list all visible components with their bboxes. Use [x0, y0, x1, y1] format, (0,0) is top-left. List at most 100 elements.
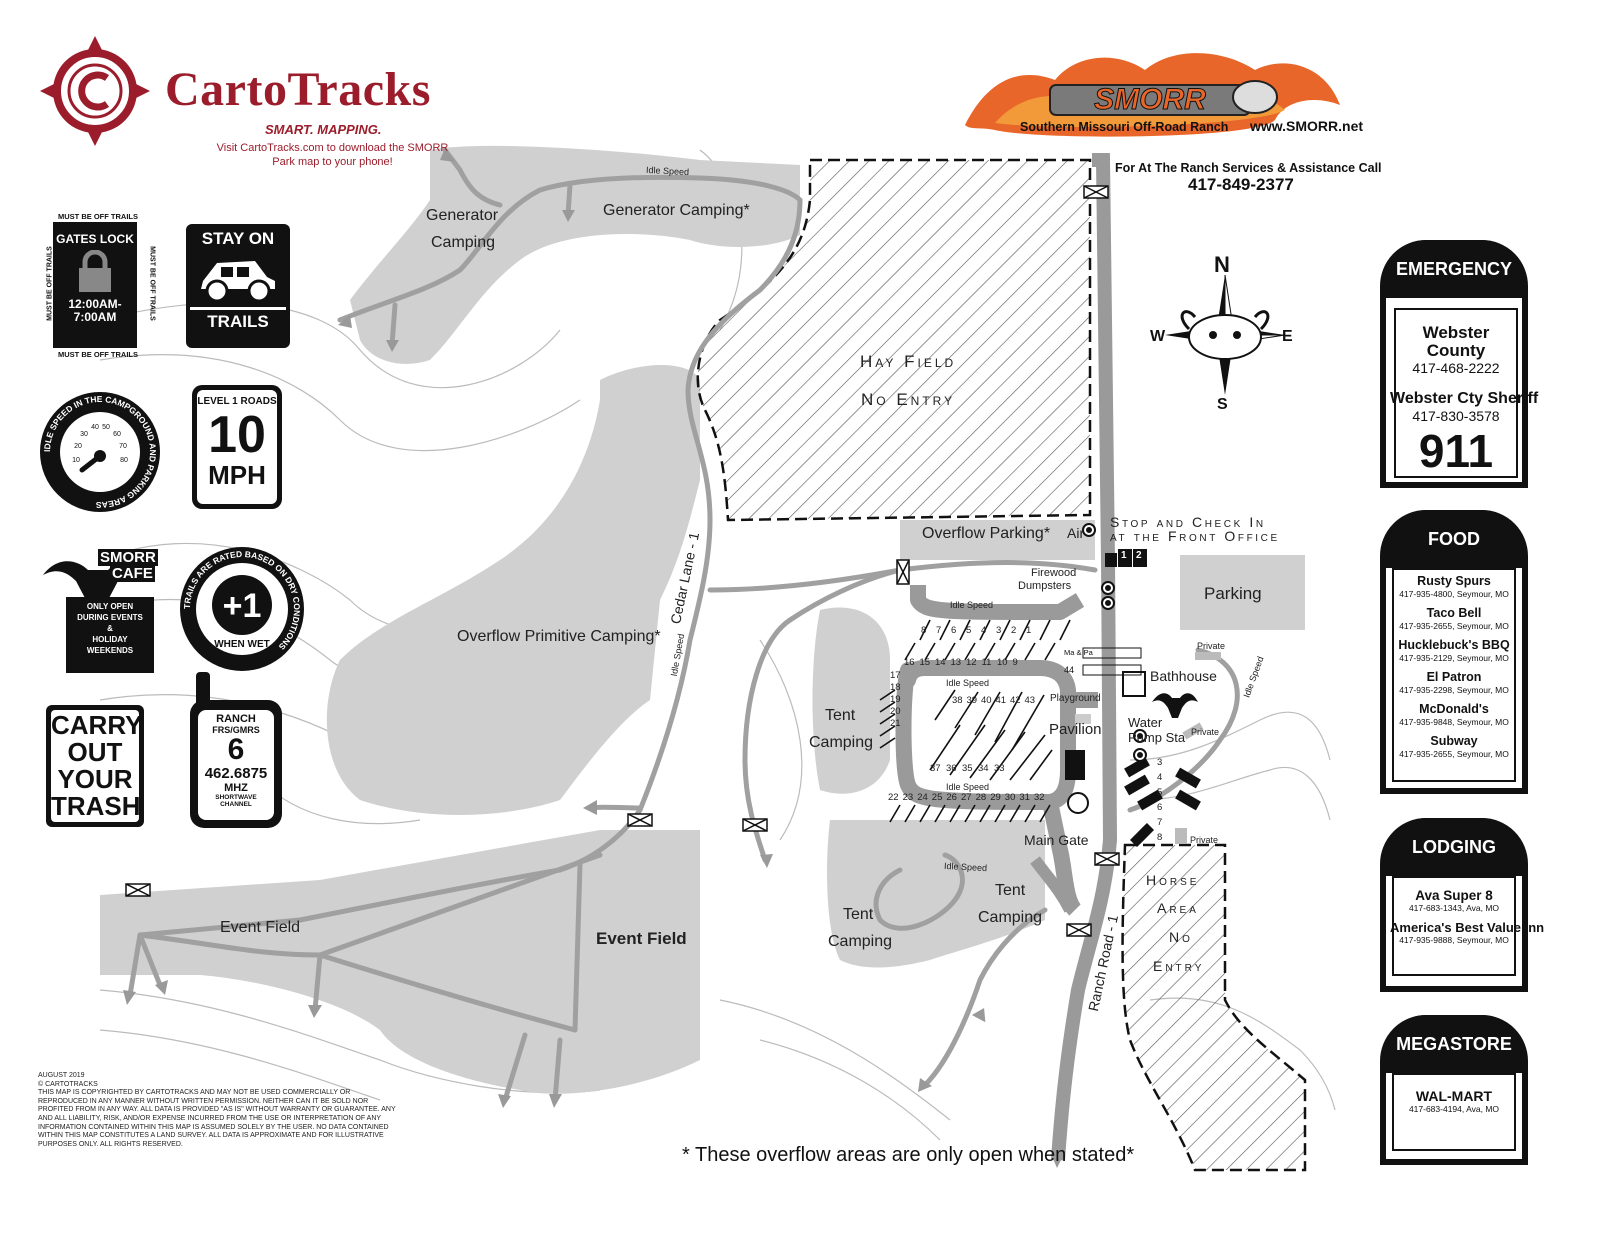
dial-20: 20 — [74, 443, 82, 450]
smorr-website[interactable]: www.SMORR.net — [1250, 118, 1364, 134]
trash-line3: YOUR — [57, 764, 133, 794]
dial-70: 70 — [119, 443, 127, 450]
site-number: 14 — [935, 657, 946, 668]
label-tent-camping-2a: Tent — [843, 906, 874, 923]
radio-line1: RANCH — [216, 713, 256, 725]
horse-area — [1121, 843, 1307, 1172]
label-overflow-parking: Overflow Parking* — [922, 525, 1051, 542]
site-number: 10 — [997, 657, 1008, 668]
site-number: 33 — [994, 763, 1005, 774]
emergency-phone-2: 417-830-3578 — [1412, 408, 1500, 424]
label-horse-2: Area — [1157, 900, 1199, 916]
label-main-gate: Main Gate — [1024, 832, 1089, 848]
lodging-info-1: 417-683-1343, Ava, MO — [1408, 903, 1500, 913]
dial-80: 80 — [120, 457, 128, 464]
idle-speed-sign: IDLE SPEED IN THE CAMPGROUND AND PARKING… — [40, 392, 160, 512]
cafe-line5: WEEKENDS — [86, 646, 134, 655]
site-number: 34 — [978, 763, 989, 774]
emergency-name-1: Webster County — [1422, 323, 1490, 360]
campground-island — [920, 688, 1055, 783]
emergency-panel: EMERGENCY Webster County 417-468-2222 We… — [1380, 240, 1538, 488]
lodging-info-2: 417-935-9888, Seymour, MO — [1399, 935, 1509, 945]
site-number: 2 — [1011, 625, 1017, 636]
site-number: 24 — [917, 792, 928, 803]
label-idle-speed-top: Idle Speed — [950, 600, 994, 610]
label-pavilion: Pavilion — [1049, 721, 1102, 738]
gates-border-bottom: MUST BE OFF TRAILS — [58, 350, 138, 359]
site-number: 8 — [1157, 832, 1163, 843]
food-name-2: Taco Bell — [1426, 606, 1482, 620]
site-number: 19 — [890, 694, 901, 705]
compass-east: E — [1282, 328, 1293, 345]
trails — [127, 147, 1240, 1103]
radio-channel: 6 — [227, 733, 245, 766]
label-tent-camping-3a: Tent — [995, 882, 1026, 899]
label-parking: Parking — [1204, 584, 1262, 603]
site-number: 42 — [1010, 695, 1021, 706]
site-number: 12 — [966, 657, 977, 668]
label-office-2: 2 — [1136, 550, 1142, 561]
stay-on-line1: STAY ON — [201, 229, 275, 248]
dry-center: +1 — [223, 587, 262, 625]
map-date: AUGUST 2019 — [38, 1072, 85, 1079]
site-number: 6 — [951, 625, 957, 636]
site-number: 27 — [961, 792, 972, 803]
food-name-6: Subway — [1430, 734, 1478, 748]
label-water: Water — [1128, 715, 1163, 730]
lodging-name-2: America's Best Value Inn — [1390, 920, 1545, 935]
dial-40: 40 — [91, 424, 99, 431]
hay-field — [696, 158, 1092, 522]
cafe-line4: HOLIDAY — [92, 635, 128, 644]
level1-number: 10 — [208, 406, 266, 464]
site-number: 29 — [990, 792, 1001, 803]
emergency-phone-1: 417-468-2222 — [1412, 360, 1500, 376]
food-info-5: 417-935-9848, Seymour, MO — [1399, 717, 1509, 727]
carry-out-trash-sign: CARRY OUT YOUR TRASH — [46, 705, 144, 827]
site-number: 11 — [981, 657, 992, 668]
label-hay-no-entry: No Entry — [861, 390, 956, 409]
site-number: 22 — [888, 792, 899, 803]
label-stop-2: at the Front Office — [1110, 528, 1280, 544]
cafe-line2: DURING EVENTS — [77, 613, 143, 622]
site-number: 31 — [1019, 792, 1030, 803]
padlock-icon — [79, 250, 111, 292]
label-tent-camping-2b: Camping — [828, 933, 893, 950]
smorr-ranch-name: Southern Missouri Off-Road Ranch — [1020, 120, 1229, 134]
megastore-name: WAL-MART — [1415, 1088, 1493, 1104]
label-generator-camping-left-1: Generator — [426, 207, 499, 224]
trash-line4: TRASH — [51, 791, 141, 821]
site-number: 17 — [890, 670, 901, 681]
radio-freq: 462.6875 — [204, 765, 268, 782]
site-number: 3 — [1157, 757, 1163, 768]
food-title: FOOD — [1386, 510, 1522, 568]
compass-north: N — [1214, 252, 1230, 277]
radio-channel-sign: RANCH FRS/GMRS 6 462.6875 MHZ SHORTWAVE … — [190, 672, 282, 828]
site-number: 25 — [931, 792, 943, 803]
radio-line7: CHANNEL — [220, 801, 252, 808]
lodging-title: LODGING — [1386, 818, 1522, 876]
label-bathhouse: Bathhouse — [1150, 668, 1217, 684]
assist-phone: 417-849-2377 — [1188, 175, 1294, 194]
site-number: 40 — [981, 695, 992, 706]
radio-line6: SHORTWAVE — [215, 794, 257, 801]
site-number: 36 — [946, 763, 957, 774]
brand-tagline: SMART. MAPPING. — [265, 122, 382, 137]
site-number: 6 — [1157, 802, 1163, 813]
label-pump-sta: Pump Sta — [1128, 730, 1186, 745]
label-private-3: Private — [1190, 835, 1219, 845]
cafe-line3: & — [107, 624, 113, 633]
label-horse-1: Horse — [1146, 872, 1200, 888]
cafe-sub: CAFE — [110, 565, 155, 582]
smorr-logo-flames-icon: SMORR — [965, 53, 1340, 137]
label-tent-camping-1a: Tent — [825, 707, 856, 724]
site-number: 7 — [1157, 817, 1163, 828]
cartotracks-brand — [40, 36, 500, 176]
trail-arrows — [123, 148, 1064, 1168]
camping-areas — [100, 145, 1305, 1094]
site-number: 35 — [962, 763, 973, 774]
